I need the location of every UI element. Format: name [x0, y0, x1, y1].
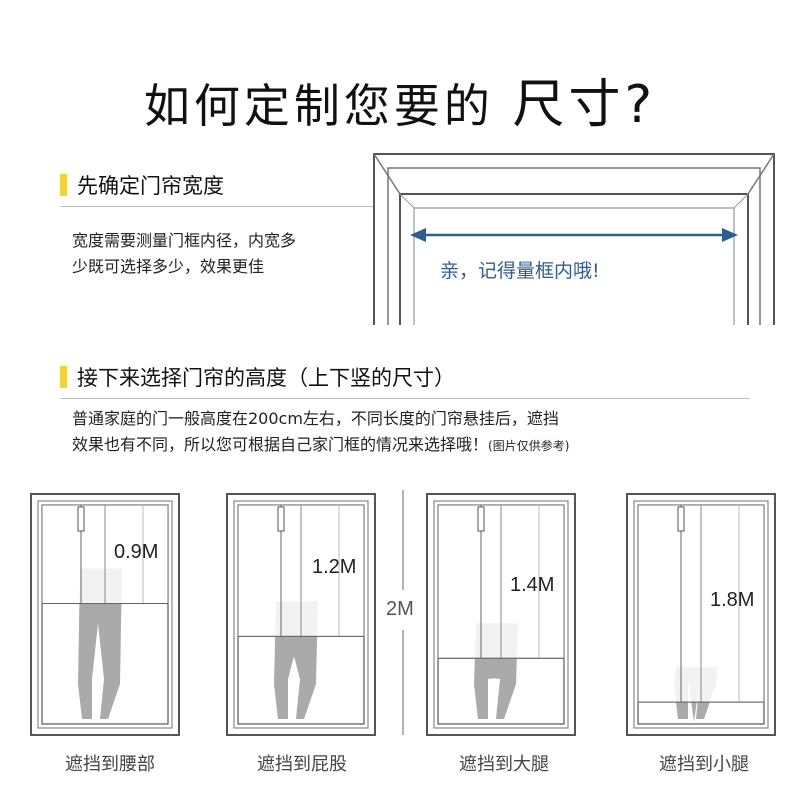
height-description-line1: 普通家庭的门一般高度在200cm左右，不同长度的门帘悬挂后，遮挡	[72, 409, 559, 428]
door-height-label: 2M	[386, 598, 414, 620]
door-frame-middle	[633, 500, 769, 729]
caption-hip: 遮挡到屁股	[257, 754, 347, 775]
length-label-1.2: 1.2M	[312, 556, 357, 578]
title-highlight: 尺寸?	[512, 75, 657, 135]
height-section-heading: 接下来选择门帘的高度（上下竖的尺寸）	[60, 362, 455, 392]
door-width-diagram	[373, 153, 775, 325]
door-frame-middle	[233, 500, 369, 729]
measure-inside-label: 亲，记得量框内哦!	[440, 260, 600, 282]
measure-top-tab	[677, 506, 685, 532]
width-description: 宽度需要测量门框内径，内宽多 少既可选择多少，效果更佳	[72, 228, 372, 280]
height-description: 普通家庭的门一般高度在200cm左右，不同长度的门帘悬挂后，遮挡 效果也有不同，…	[72, 406, 772, 459]
door-height-scale	[402, 490, 404, 735]
caption-calf: 遮挡到小腿	[659, 754, 749, 775]
person-legs-silhouette	[78, 568, 122, 719]
arrow-head-right	[722, 228, 738, 242]
page-title: 如何定制您要的 尺寸?	[0, 62, 800, 137]
height-description-line2: 效果也有不同，所以您可根据自己家门框的情况来选择哦！(图片仅供参考)	[72, 432, 772, 459]
door-frame-middle	[433, 500, 569, 729]
caption-waist: 遮挡到腰部	[65, 754, 155, 775]
height-heading-text: 接下来选择门帘的高度（上下竖的尺寸）	[77, 366, 455, 390]
door-diagram-waist	[30, 493, 180, 736]
door-frame-middle	[37, 500, 173, 729]
door-diagram-hip	[226, 493, 376, 736]
accent-bar	[60, 174, 67, 196]
inner-frame	[399, 193, 749, 325]
middle-frame	[387, 167, 761, 325]
measure-top-tab	[77, 506, 85, 532]
length-label-1.4: 1.4M	[510, 574, 555, 596]
width-heading-text: 先确定门帘宽度	[77, 174, 224, 198]
height-description-line2-text: 效果也有不同，所以您可根据自己家门框的情况来选择哦！	[72, 435, 489, 454]
width-description-line2: 少既可选择多少，效果更佳	[72, 257, 265, 276]
accent-bar	[60, 366, 67, 388]
outer-frame	[373, 153, 775, 325]
measure-top-tab	[477, 506, 485, 532]
caption-thigh: 遮挡到大腿	[459, 754, 549, 775]
door-frame-outer	[426, 493, 576, 736]
door-frame-outer	[30, 493, 180, 736]
divider	[60, 206, 375, 207]
door-diagram-thigh	[426, 493, 576, 736]
length-label-1.8: 1.8M	[710, 589, 755, 611]
width-section-heading: 先确定门帘宽度	[60, 170, 224, 200]
reference-note: (图片仅供参考)	[488, 439, 570, 453]
arrow-head-left	[410, 228, 426, 242]
door-frame-outer	[626, 493, 776, 736]
measure-top-tab	[277, 506, 285, 532]
width-description-line1: 宽度需要测量门框内径，内宽多	[72, 231, 297, 250]
title-main: 如何定制您要的	[143, 79, 494, 133]
divider	[60, 398, 750, 399]
door-diagram-calf	[626, 493, 776, 736]
length-label-0.9: 0.9M	[114, 541, 159, 563]
door-frame-outer	[226, 493, 376, 736]
